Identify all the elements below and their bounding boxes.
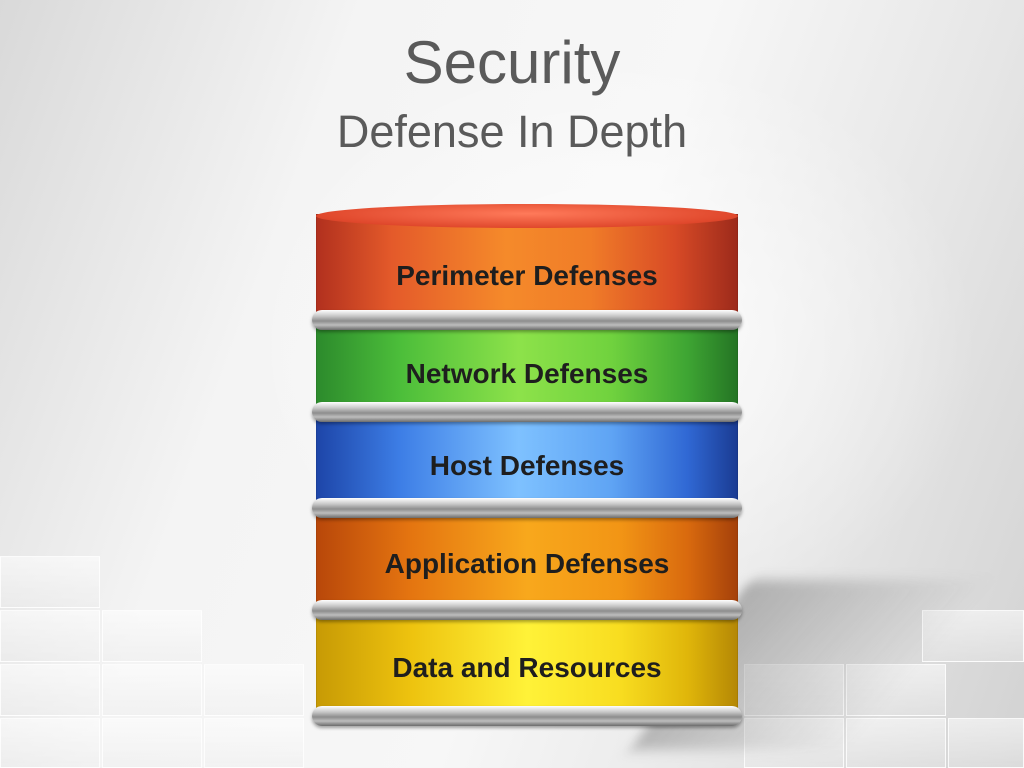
cylinder-top-cap — [316, 204, 738, 228]
background-tile — [744, 664, 844, 716]
layer-divider-ring — [312, 706, 742, 726]
defense-layer-stack: Perimeter Defenses Network Defenses Host… — [312, 200, 742, 740]
layer-label: Host Defenses — [429, 450, 625, 481]
layer-divider-ring — [312, 310, 742, 330]
background-tile — [0, 718, 100, 768]
background-tile — [948, 718, 1024, 768]
background-tile — [846, 664, 946, 716]
layer-divider-ring — [312, 498, 742, 518]
background-tile — [204, 664, 304, 716]
page-title: Security — [403, 29, 621, 96]
background-tile — [0, 664, 100, 716]
layer-label: Network Defenses — [405, 358, 649, 389]
network-defenses-layer: Network Defenses — [316, 326, 738, 414]
background-tile — [0, 610, 100, 662]
background-tile — [102, 610, 202, 662]
layer-label: Perimeter Defenses — [396, 260, 658, 291]
background-tile — [0, 556, 100, 608]
perimeter-defenses-layer: Perimeter Defenses — [316, 214, 738, 326]
data-and-resources-layer: Data and Resources — [316, 616, 738, 718]
background-tile — [102, 718, 202, 768]
background-tile — [102, 664, 202, 716]
page-subtitle: Defense In Depth — [336, 106, 688, 157]
background-tile — [744, 718, 844, 768]
background-tile — [204, 718, 304, 768]
layer-label: Application Defenses — [384, 548, 670, 579]
host-defenses-layer: Host Defenses — [316, 418, 738, 508]
background-tile — [922, 610, 1024, 662]
layer-divider-ring — [312, 402, 742, 422]
application-defenses-layer: Application Defenses — [316, 512, 738, 612]
layer-divider-ring — [312, 600, 742, 620]
layer-label: Data and Resources — [392, 652, 662, 683]
